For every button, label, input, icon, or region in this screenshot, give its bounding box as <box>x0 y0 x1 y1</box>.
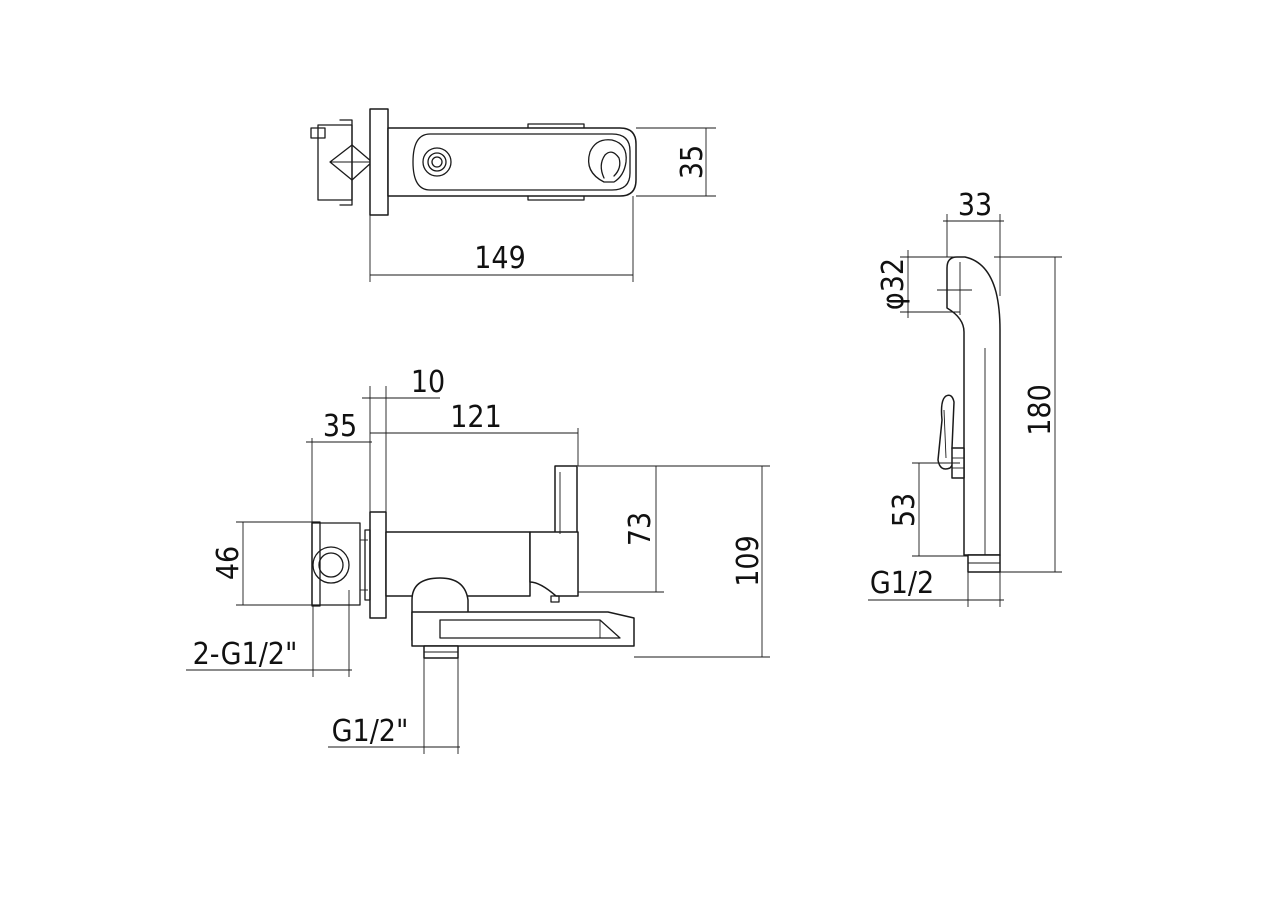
side-height-total-label: 109 <box>731 535 766 587</box>
top-width-label: 35 <box>675 145 710 179</box>
shower-head-diameter-label: φ32 <box>876 258 911 310</box>
shower-thread-label: G1/2 <box>870 566 934 601</box>
side-height-upper-label: 73 <box>623 512 658 546</box>
top-length-label: 149 <box>474 241 526 276</box>
shower-button-height-label: 53 <box>887 493 922 527</box>
side-inlet-thread-label: 2-G1/2" <box>193 637 298 672</box>
shower-head-width-label: 33 <box>958 188 992 223</box>
side-plate-label: 10 <box>411 365 445 400</box>
hand-shower-dimensions: 33 φ32 180 53 G1/2 <box>868 188 1062 607</box>
side-inlet-height-label: 46 <box>211 546 246 580</box>
side-depth-label: 35 <box>323 409 357 444</box>
hand-shower-view <box>937 256 1001 573</box>
side-view <box>311 465 635 659</box>
side-outlet-thread-label: G1/2" <box>332 714 409 749</box>
side-length-label: 121 <box>450 400 502 435</box>
top-view <box>310 108 637 216</box>
top-view-dimensions: 35 149 <box>369 127 716 282</box>
shower-length-label: 180 <box>1023 384 1058 436</box>
side-view-dimensions: 10 35 121 73 109 46 2-G1/2" G1/2" <box>186 365 770 754</box>
